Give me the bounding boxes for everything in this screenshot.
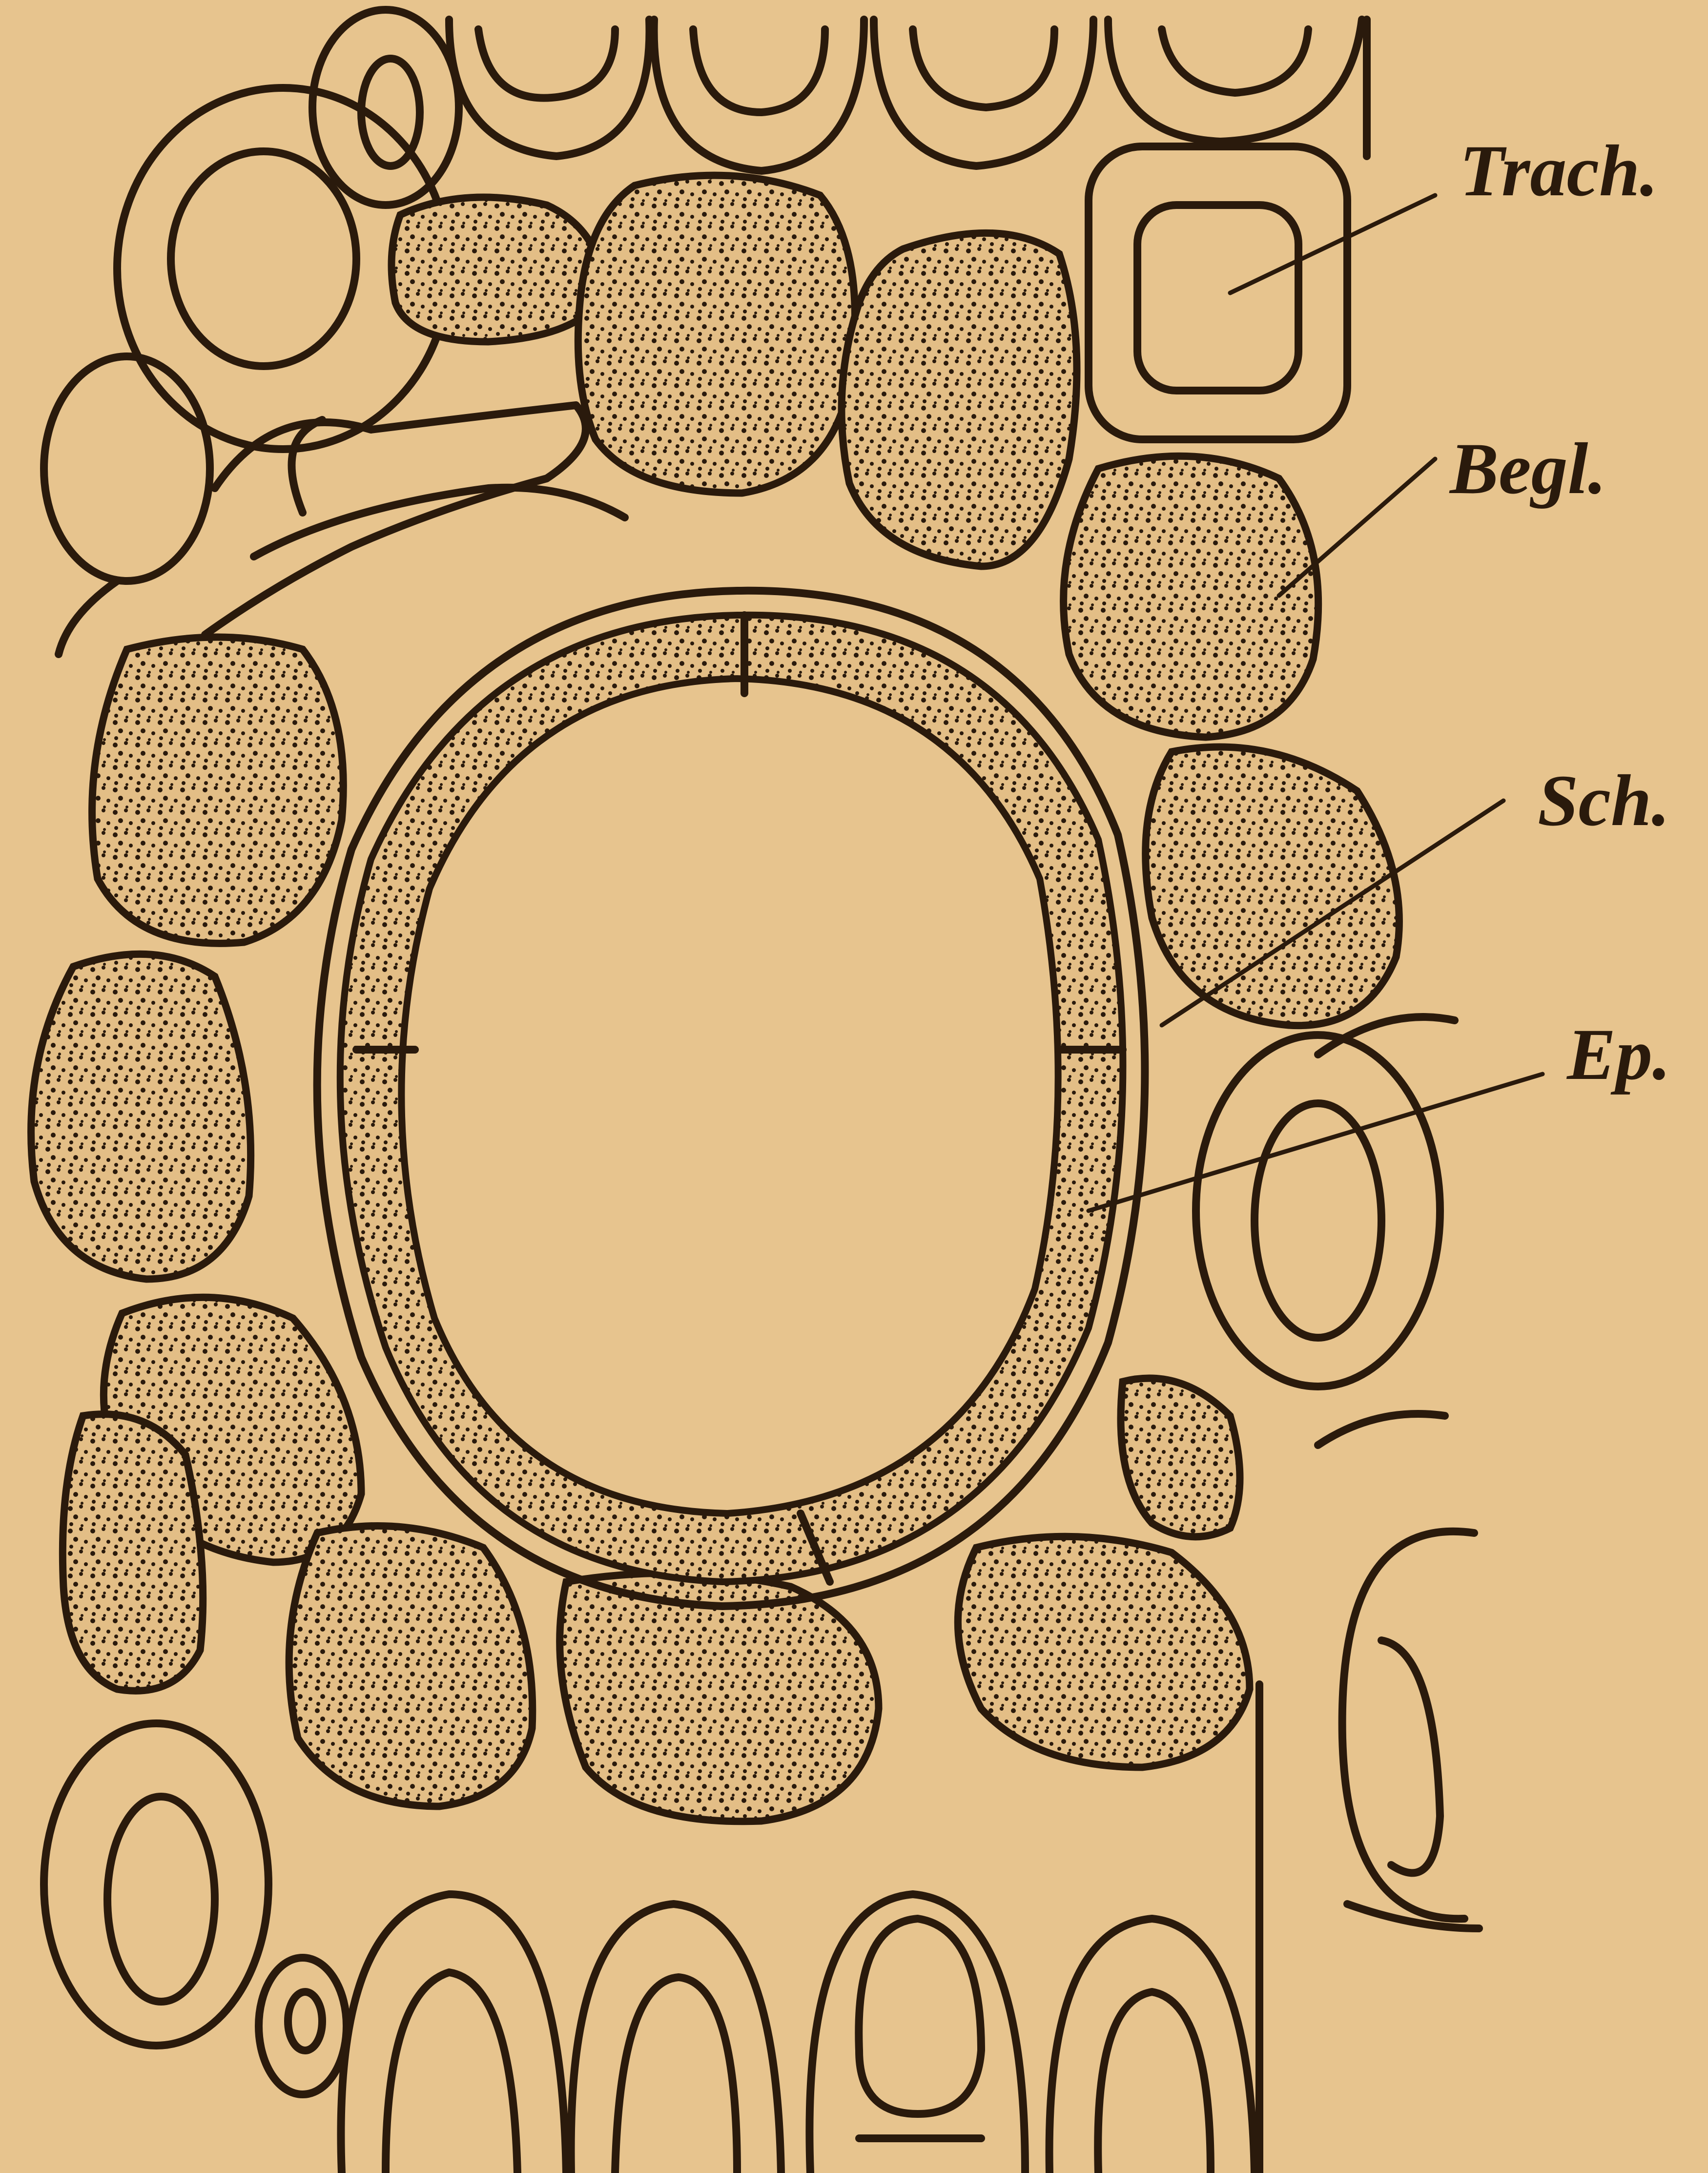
label-trach: Trach.: [1460, 130, 1658, 211]
label-ep: Ep.: [1566, 1014, 1671, 1095]
label-sch: Sch.: [1538, 760, 1670, 841]
label-begl: Begl.: [1449, 428, 1606, 509]
